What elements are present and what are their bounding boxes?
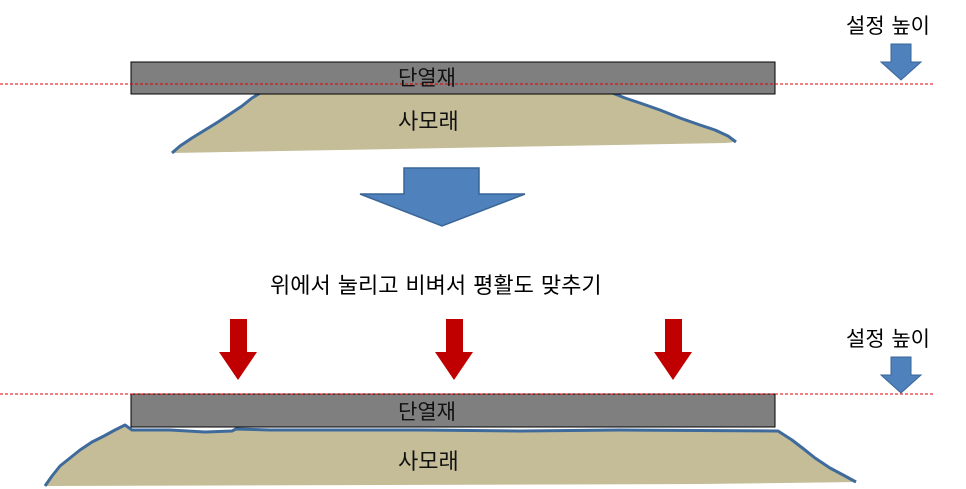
height-marker-arrow-bottom (879, 356, 923, 394)
height-label-bottom: 설정 높이 (846, 327, 930, 351)
insulation-board-top (130, 61, 776, 95)
sand-label-bottom: 사모래 (398, 450, 459, 475)
insulation-board-bottom (130, 393, 776, 428)
board-label-top: 단열재 (398, 66, 456, 90)
sand-mound-bottom (45, 425, 856, 486)
height-marker-arrow-top (879, 43, 923, 81)
sand-mound-top (172, 88, 736, 153)
sand-outline-top (171, 86, 737, 155)
transition-arrow (359, 167, 526, 227)
sand-label-top: 사모래 (398, 110, 459, 135)
press-arrow-right (654, 319, 692, 380)
press-arrow-left (219, 319, 257, 380)
press-arrow-center (435, 319, 473, 380)
board-label-bottom: 단열재 (398, 400, 456, 424)
height-label-top: 설정 높이 (846, 14, 930, 38)
sand-outline-bottom (43, 423, 857, 487)
instruction-text: 위에서 눌리고 비벼서 평활도 맞추기 (270, 274, 602, 299)
